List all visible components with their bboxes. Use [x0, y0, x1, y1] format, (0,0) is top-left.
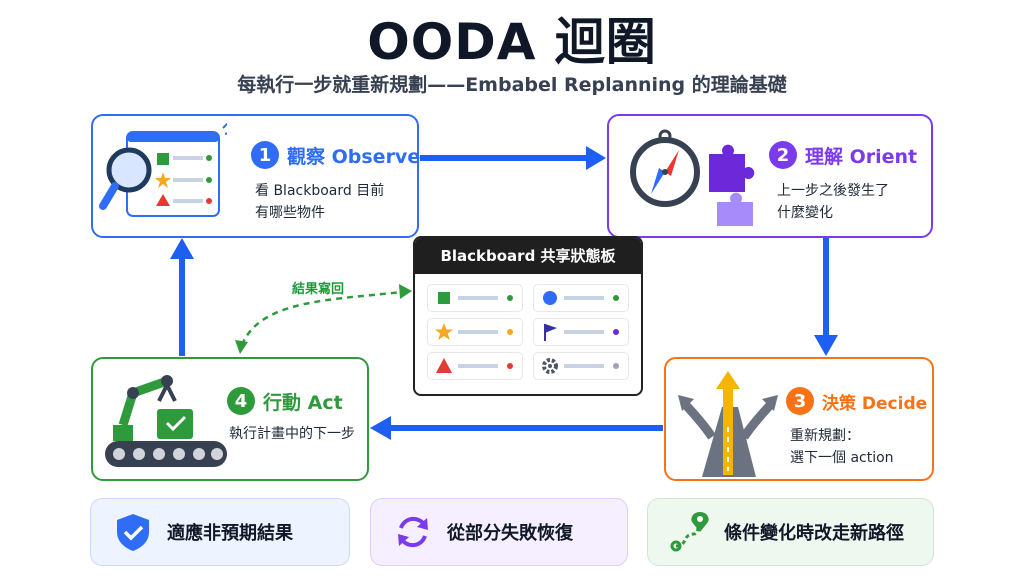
- blackboard-item-gear: [533, 352, 629, 380]
- feedback-arrowhead-start: [235, 340, 248, 354]
- benefit-adapt-label: 適應非預期結果: [167, 523, 293, 544]
- page-subtitle: 每執行一步就重新規劃——Embabel Replanning 的理論基礎: [237, 74, 787, 96]
- arrowhead-act-observe: [170, 238, 194, 259]
- arrowhead-orient-decide: [814, 335, 838, 356]
- decide-step-number: 3: [786, 387, 814, 415]
- refresh-icon: [398, 516, 428, 548]
- benefit-adapt: 適應非預期結果: [90, 498, 350, 566]
- observe-desc-line-2: 有哪些物件: [255, 205, 325, 221]
- feedback-dashed-arrow: [240, 290, 403, 346]
- feedback-arrowhead-end: [399, 284, 412, 299]
- shield-check-icon: [117, 514, 149, 551]
- observe-header: 1 觀察 Observe: [251, 141, 420, 169]
- blackboard-item-flag: [533, 318, 629, 346]
- orient-desc-line-2: 什麼變化: [777, 205, 833, 221]
- decide-card: 3 決策 Decide 重新規劃： 選下一個 action: [664, 357, 934, 481]
- blackboard-panel: Blackboard 共享狀態板: [413, 236, 643, 396]
- orient-title: 理解 Orient: [805, 145, 918, 168]
- orient-description: 上一步之後發生了 什麼變化: [777, 180, 889, 224]
- blackboard-item-star: [427, 318, 523, 346]
- act-desc-line-1: 執行計畫中的下一步: [229, 426, 355, 442]
- compass-puzzle-icon: [630, 129, 755, 226]
- page-title: OODA 迴圈: [367, 13, 657, 71]
- act-step-number: 4: [227, 387, 255, 415]
- decide-description: 重新規劃： 選下一個 action: [790, 425, 894, 469]
- observe-step-number: 1: [251, 141, 279, 169]
- decide-header: 3 決策 Decide: [786, 387, 927, 415]
- blackboard-item-cube: [427, 284, 523, 312]
- benefit-reroute-label: 條件變化時改走新路徑: [724, 523, 904, 544]
- decide-desc-line-2: 選下一個 action: [790, 450, 894, 466]
- benefit-recover: 從部分失敗恢復: [370, 498, 628, 566]
- observe-title: 觀察 Observe: [287, 145, 421, 168]
- crossroads-icon: [678, 371, 778, 477]
- blackboard-item-triangle: [427, 352, 523, 380]
- act-title: 行動 Act: [263, 391, 343, 414]
- benefit-recover-label: 從部分失敗恢復: [447, 523, 573, 544]
- observe-illustration-icon: [99, 122, 227, 217]
- arrowhead-observe-orient: [586, 146, 606, 170]
- observe-description: 看 Blackboard 目前 有哪些物件: [255, 180, 384, 224]
- observe-card: 1 觀察 Observe 看 Blackboard 目前 有哪些物件: [91, 114, 420, 238]
- observe-desc-line-1: 看 Blackboard 目前: [255, 183, 385, 199]
- route-pin-icon: [670, 512, 709, 552]
- decide-title: 決策 Decide: [822, 393, 928, 414]
- blackboard-title: Blackboard 共享狀態板: [415, 238, 641, 274]
- benefit-reroute: 條件變化時改走新路徑: [647, 498, 934, 566]
- blackboard-item-circle: [533, 284, 629, 312]
- arrowhead-decide-act: [370, 416, 391, 440]
- decide-desc-line-1: 重新規劃：: [790, 428, 860, 444]
- act-header: 4 行動 Act: [227, 387, 343, 415]
- orient-desc-line-1: 上一步之後發生了: [777, 183, 889, 199]
- orient-step-number: 2: [769, 141, 797, 169]
- feedback-label: 結果寫回: [292, 282, 345, 297]
- act-card: 4 行動 Act 執行計畫中的下一步: [91, 357, 369, 481]
- orient-header: 2 理解 Orient: [769, 141, 917, 169]
- robot-arm-conveyor-icon: [105, 375, 227, 467]
- orient-card: 2 理解 Orient 上一步之後發生了 什麼變化: [607, 114, 933, 238]
- act-description: 執行計畫中的下一步: [229, 423, 355, 445]
